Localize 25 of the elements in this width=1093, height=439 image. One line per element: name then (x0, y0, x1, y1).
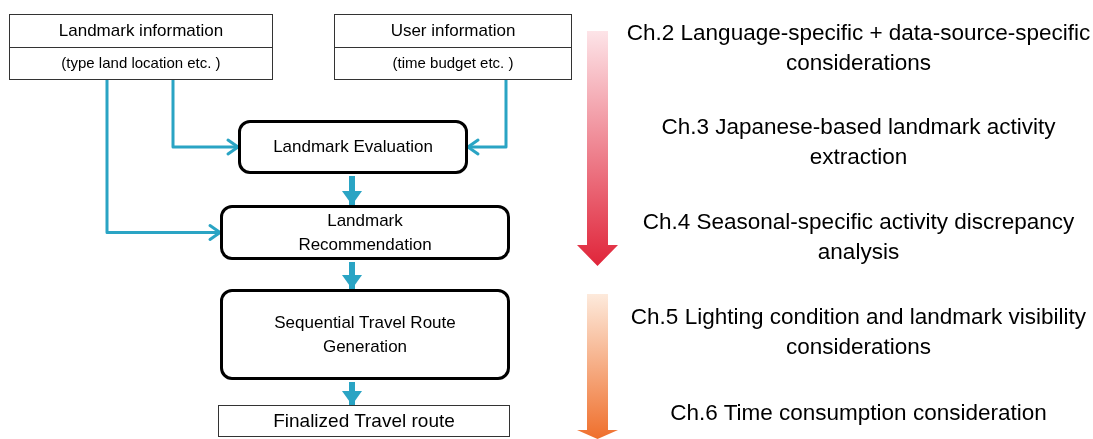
arrow (466, 80, 508, 156)
table-subtext: (type land location etc. ) (60, 53, 222, 73)
box-label: Finalized Travel route (273, 409, 455, 433)
chapter-note: Ch.6 Time consumption consideration (669, 399, 1048, 427)
table-heading: User information (335, 15, 571, 48)
arrow (342, 176, 362, 205)
chapter-note: Ch.4 Seasonal-specific activity discrepancy analysis (641, 208, 1076, 266)
process-box (238, 120, 468, 174)
arrow (342, 262, 362, 289)
arrow (105, 80, 222, 241)
chapter-note: Ch.3 Japanese-based landmark activity extraction (660, 113, 1057, 171)
process-box (220, 289, 510, 380)
arrow (342, 382, 362, 405)
chapter-note: Ch.2 Language-specific + data-source-specific considerations (626, 19, 1091, 77)
box-label: Sequential Travel Route Generation (273, 311, 457, 358)
table-heading: Landmark information (10, 15, 272, 48)
box-label: Landmark Evaluation (273, 136, 433, 158)
process-box (220, 205, 510, 260)
info-table (334, 14, 572, 80)
table-subtext: (time budget etc. ) (391, 53, 515, 73)
info-table (9, 14, 273, 80)
chapter-note: Ch.5 Lighting condition and landmark visibility considerations (629, 303, 1088, 361)
output-box (218, 405, 510, 437)
arrow (171, 80, 240, 156)
box-label: Landmark Recommendation (297, 209, 433, 256)
